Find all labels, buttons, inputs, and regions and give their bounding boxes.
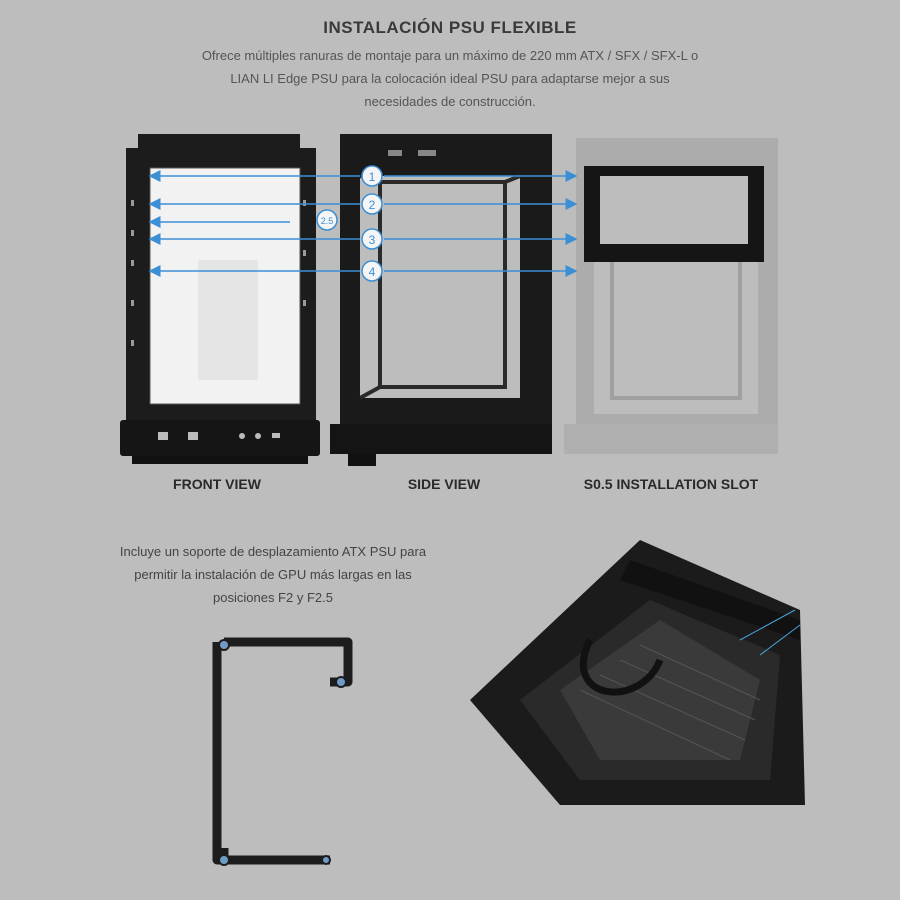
- page-subtitle: Ofrece múltiples ranuras de montaje para…: [170, 44, 730, 113]
- note-line: Incluye un soporte de desplazamiento ATX…: [119, 544, 427, 559]
- position-badge-4: 4: [361, 260, 383, 282]
- svg-text:2.5: 2.5: [321, 216, 334, 226]
- position-badge-1: 1: [361, 165, 383, 187]
- atx-offset-bracket: [212, 637, 353, 865]
- position-arrows: [148, 170, 578, 277]
- subtitle-line: necesidades de construcción.: [364, 94, 536, 109]
- front-view-label: FRONT VIEW: [173, 476, 261, 492]
- svg-text:2: 2: [369, 198, 376, 212]
- subtitle-line: Ofrece múltiples ranuras de montaje para…: [201, 48, 699, 63]
- bracket-screw-holes: [218, 639, 347, 866]
- position-badge-2-5: 2.5: [316, 209, 338, 231]
- position-badge-2: 2: [361, 193, 383, 215]
- bracket-note: Incluye un soporte de desplazamiento ATX…: [88, 540, 458, 609]
- svg-text:3: 3: [369, 233, 376, 247]
- svg-text:4: 4: [369, 265, 376, 279]
- psu-mounting-slot: [584, 166, 764, 262]
- position-badges: 1 2 2.5 3 4: [316, 165, 383, 282]
- note-line: permitir la instalación de GPU más larga…: [134, 567, 412, 582]
- page-title: INSTALACIÓN PSU FLEXIBLE: [323, 18, 577, 37]
- position-badge-3: 3: [361, 228, 383, 250]
- slot-view-label: S0.5 INSTALLATION SLOT: [583, 476, 759, 492]
- note-line: posiciones F2 y F2.5: [213, 590, 333, 605]
- side-view-label: SIDE VIEW: [407, 476, 481, 492]
- side-view-case: [330, 134, 552, 466]
- front-view-case: [120, 134, 320, 464]
- installed-psu-photo: [470, 540, 805, 805]
- svg-text:1: 1: [369, 170, 376, 184]
- subtitle-line: LIAN LI Edge PSU para la colocación idea…: [230, 71, 670, 86]
